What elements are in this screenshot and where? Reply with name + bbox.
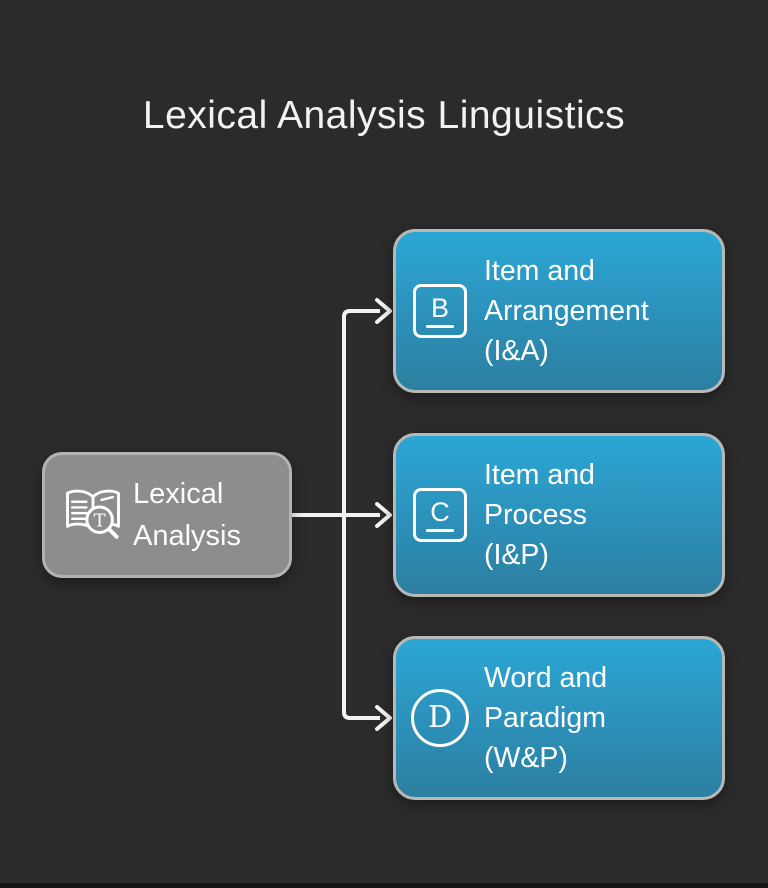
node-word-and-paradigm: D Word and Paradigm (W&P) <box>393 636 725 800</box>
branch-label-line: (W&P) <box>484 742 568 774</box>
bottom-edge-strip <box>0 883 768 888</box>
branch-label-line: Item and <box>484 255 595 287</box>
icon-underline <box>426 528 454 532</box>
icon-letter: D <box>427 700 453 735</box>
book-search-icon: T <box>66 489 120 539</box>
arrowhead-top <box>375 298 392 324</box>
node-item-and-process: C Item and Process (I&P) <box>393 433 725 597</box>
node-lexical-analysis: T Lexical Analysis <box>42 452 292 578</box>
branch-node-label: Item and Arrangement (I&A) <box>484 251 649 371</box>
node-item-and-arrangement: B Item and Arrangement (I&A) <box>393 229 725 393</box>
root-label-line: Analysis <box>133 520 241 552</box>
branch-label-line: Process <box>484 499 587 531</box>
icon-letter: B <box>430 292 449 323</box>
root-node-label: Lexical Analysis <box>133 473 241 557</box>
icon-letter: C <box>430 496 450 527</box>
letter-b-square-icon: B <box>413 284 467 338</box>
branch-node-label: Item and Process (I&P) <box>484 455 595 575</box>
branch-label-line: Item and <box>484 459 595 491</box>
branch-label-line: Arrangement <box>484 295 649 327</box>
branch-label-line: (I&P) <box>484 539 549 571</box>
branch-label-line: Word and <box>484 662 608 694</box>
icon-underline <box>426 324 454 328</box>
arrowhead-bottom <box>375 705 392 731</box>
arrowhead-middle <box>375 502 392 528</box>
letter-c-square-icon: C <box>413 488 467 542</box>
root-label-line: Lexical <box>133 478 224 510</box>
diagram-title: Lexical Analysis Linguistics <box>142 94 626 137</box>
letter-d-circle-icon: D <box>411 689 469 747</box>
branch-label-line: Paradigm <box>484 702 606 734</box>
branch-label-line: (I&A) <box>484 335 549 367</box>
svg-text:T: T <box>94 510 106 531</box>
branch-node-label: Word and Paradigm (W&P) <box>484 658 607 778</box>
